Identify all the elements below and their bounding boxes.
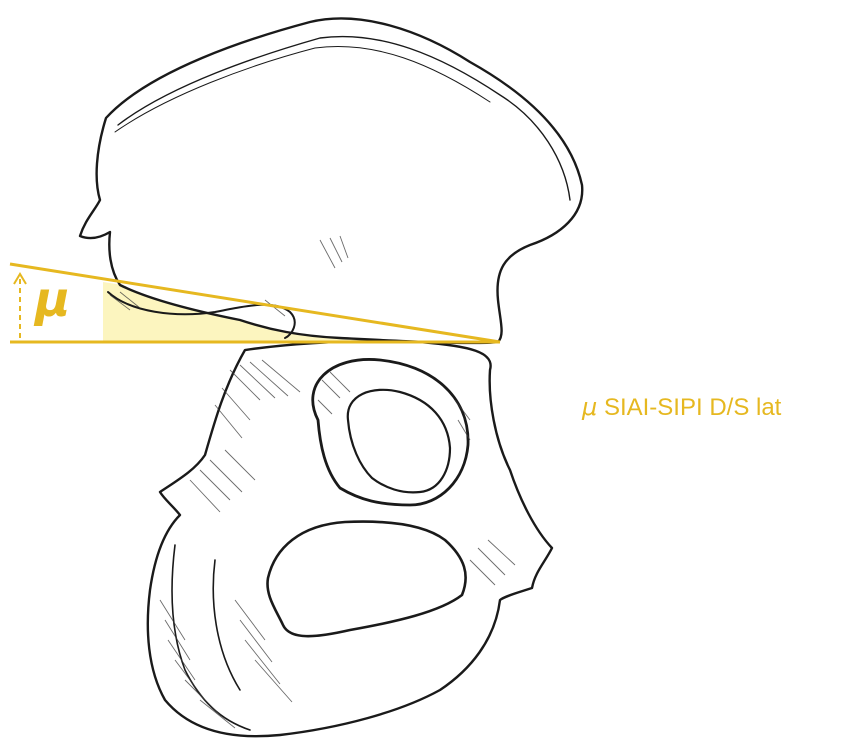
caption-text: SIAI-SIPI D/S lat [604,394,781,421]
iliac-wing [80,18,582,342]
angle-caption: μ SIAI-SIPI D/S lat [582,393,781,422]
angle-mu-label: μ [35,276,70,324]
hip-bone-sketch [80,18,582,736]
caption-symbol: μ [582,393,597,421]
